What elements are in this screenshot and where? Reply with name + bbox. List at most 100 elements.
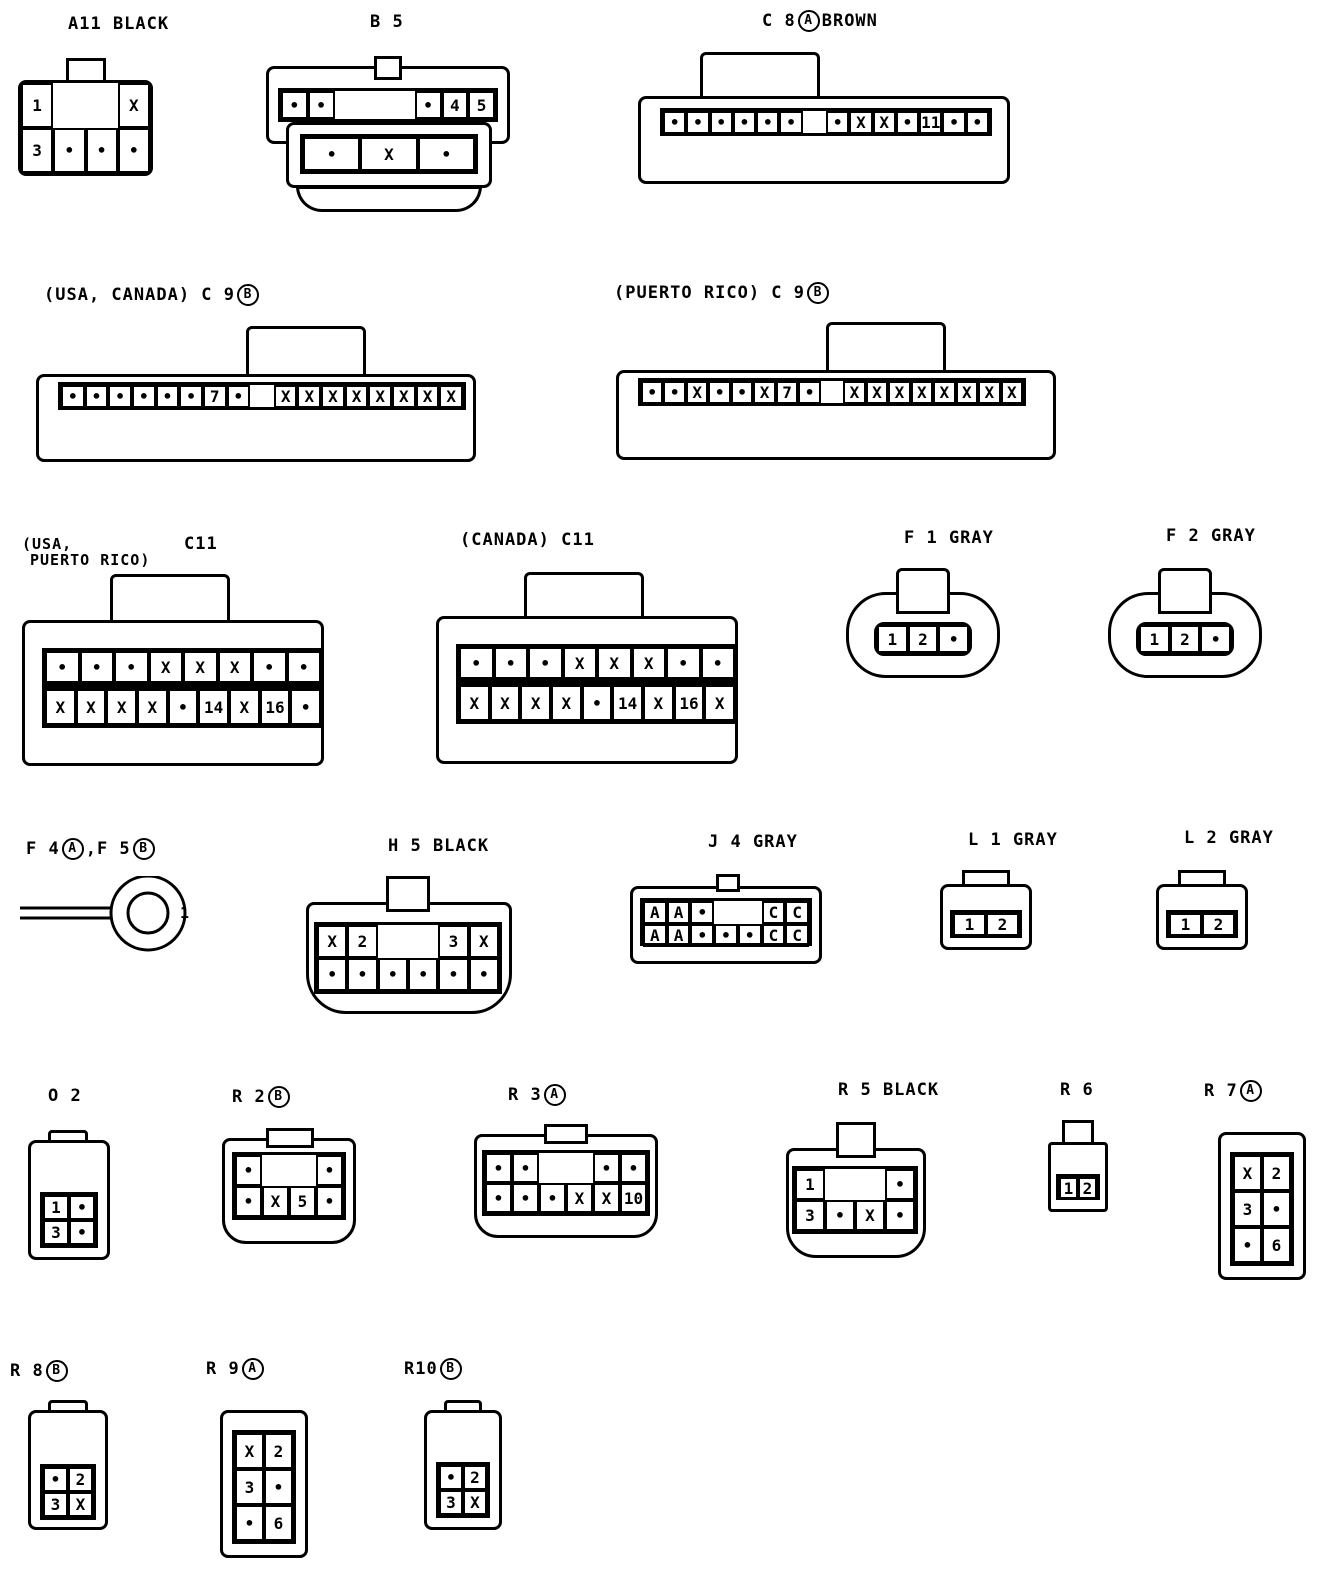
pin: •: [85, 128, 118, 173]
label-text: BROWN: [821, 11, 878, 31]
pin: •: [155, 385, 180, 408]
pin: •: [737, 924, 762, 947]
pin-grid: 1•3•: [40, 1192, 98, 1248]
pin: X: [642, 685, 674, 721]
pin: X: [317, 925, 348, 958]
pin: •: [825, 1200, 855, 1231]
pin: X: [872, 111, 896, 134]
pin: X: [217, 651, 252, 683]
pin: •: [317, 958, 348, 991]
pin: 1: [21, 83, 54, 128]
label-text: (PUERTO RICO) C 9: [614, 283, 805, 303]
pin: •: [965, 111, 989, 134]
pin: •: [114, 651, 149, 683]
pin: •: [179, 385, 203, 408]
pin: •: [69, 1220, 95, 1245]
pin: 1: [1139, 625, 1170, 653]
pin: •: [252, 651, 287, 683]
pin: 3: [43, 1220, 69, 1245]
pin: •: [439, 1465, 463, 1490]
pin: [803, 111, 826, 134]
pin: •: [485, 1153, 512, 1183]
pin: X: [933, 381, 956, 404]
pin: X: [955, 381, 979, 404]
pin: X: [392, 385, 416, 408]
pin: X: [463, 1490, 487, 1515]
circle-mark: B: [439, 1358, 462, 1380]
label-text: PUERTO RICO): [30, 551, 151, 569]
circle-mark: B: [237, 284, 259, 306]
pin: [250, 385, 274, 408]
pin: [714, 901, 738, 924]
pin: A: [666, 901, 691, 924]
label-text: C 8: [762, 11, 796, 31]
label-text: (USA,: [22, 535, 73, 553]
label-f1: F 1 GRAY: [904, 528, 994, 548]
pin: X: [562, 647, 597, 679]
pin: •: [938, 625, 969, 653]
pin: 11: [919, 111, 943, 134]
pin: C: [761, 924, 786, 947]
circle-mark: B: [267, 1086, 290, 1108]
pin: X: [45, 689, 76, 725]
pin: •: [708, 381, 731, 404]
pin: •: [539, 1183, 566, 1213]
pin: [361, 91, 388, 119]
pin: [289, 1155, 316, 1186]
pin: •: [493, 647, 528, 679]
pin: •: [885, 1169, 915, 1200]
pin: X: [262, 1186, 289, 1217]
pin: [262, 1155, 289, 1186]
pin: •: [663, 381, 686, 404]
circle-mark: B: [807, 282, 829, 304]
pin: •: [826, 111, 850, 134]
pin: •: [730, 381, 754, 404]
pin: X: [566, 1183, 593, 1213]
label-text: R 7: [1204, 1081, 1238, 1101]
pin: X: [550, 685, 582, 721]
label-text: R 2: [232, 1087, 266, 1107]
pin: X: [148, 651, 183, 683]
pin: •: [666, 647, 701, 679]
label-b5: B 5: [370, 12, 404, 32]
pin: C: [785, 901, 809, 924]
pin: [855, 1169, 885, 1200]
circle-mark: A: [1239, 1080, 1262, 1102]
pin: •: [281, 91, 308, 119]
pin: X: [1233, 1155, 1262, 1191]
pin: •: [303, 137, 361, 171]
pin: •: [528, 647, 563, 679]
pin: •: [347, 958, 378, 991]
pin: X: [978, 381, 1001, 404]
label-a11: A11 BLACK: [68, 14, 170, 34]
pin: •: [512, 1183, 539, 1213]
label-text: ,F 5: [85, 839, 131, 859]
pin: •: [235, 1155, 262, 1186]
pin: X: [1000, 381, 1023, 404]
pin: X: [136, 689, 168, 725]
pin: X: [344, 385, 369, 408]
label-text: R 3: [508, 1085, 542, 1105]
pin: •: [286, 651, 321, 683]
circle-mark: A: [543, 1084, 566, 1106]
pin-number: 1: [180, 904, 190, 922]
pin: [566, 1153, 593, 1183]
